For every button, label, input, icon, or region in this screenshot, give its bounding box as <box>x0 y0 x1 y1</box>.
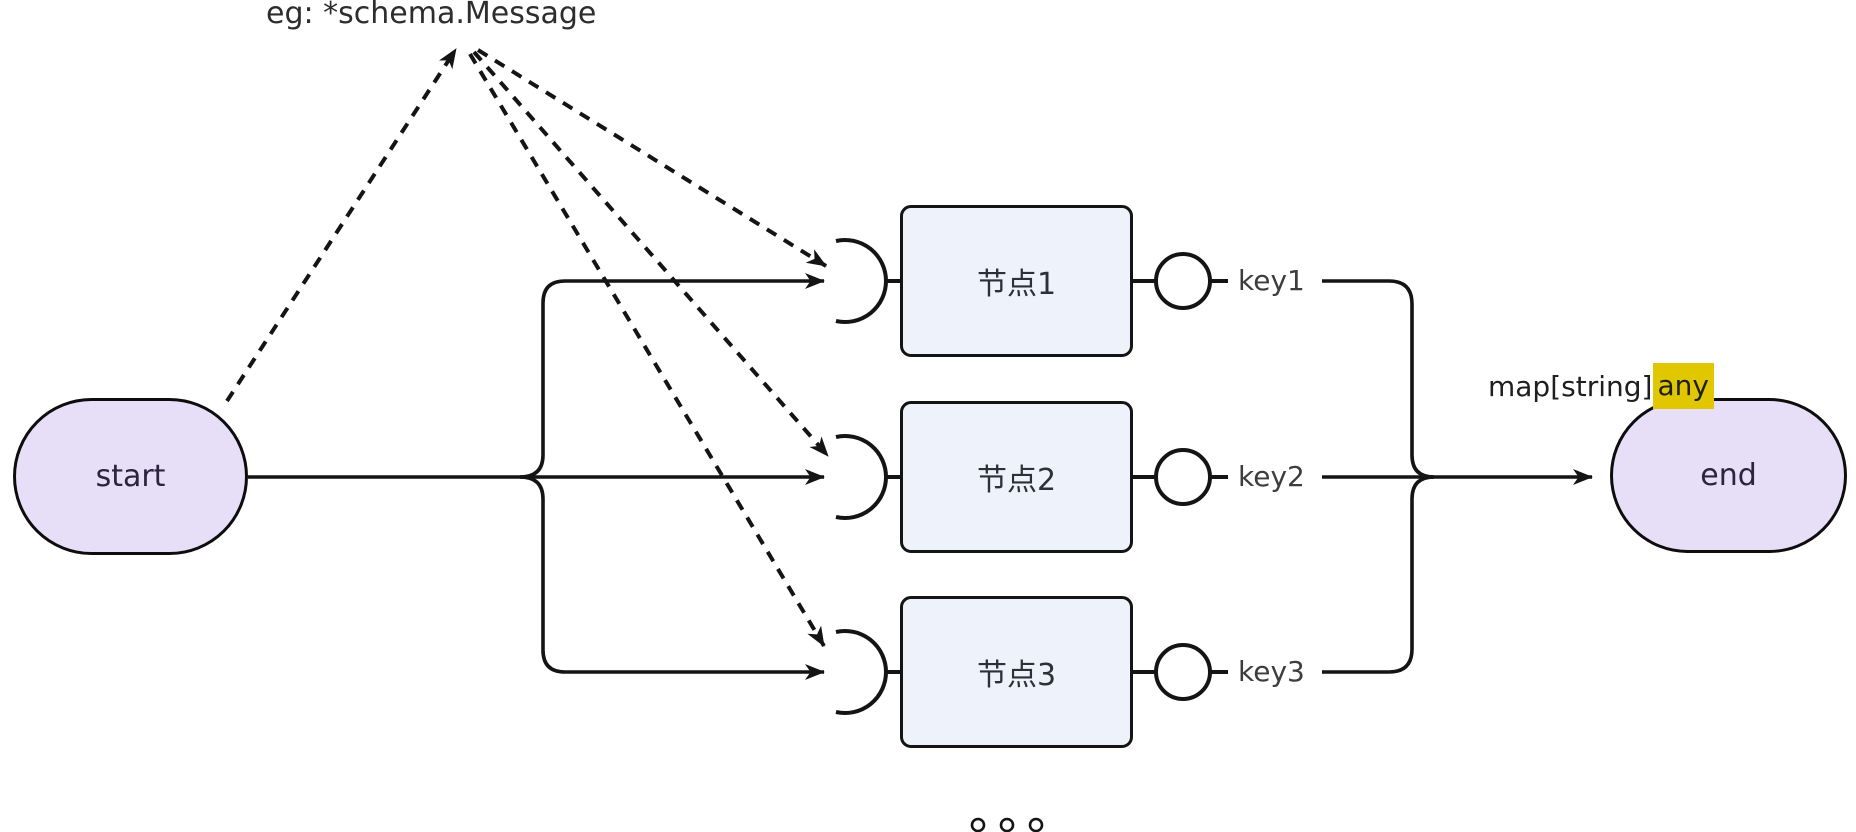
output-key1-label: key1 <box>1238 264 1305 297</box>
edge-key1-to-merge <box>1322 279 1435 479</box>
result-type-prefix: map[string] <box>1488 369 1653 403</box>
graph-node-1: 节点1 <box>900 205 1133 357</box>
more-nodes-ellipsis-icon <box>970 817 1044 832</box>
dashed-edge-annotation-to-node2-input <box>472 50 830 458</box>
graph-node-3-label: 节点3 <box>976 658 1057 693</box>
start-node: start <box>13 398 248 555</box>
node3-input-connector-icon <box>835 629 901 715</box>
node2-output-port-icon <box>1154 448 1212 506</box>
output-key3-label: key3 <box>1238 655 1305 688</box>
node3-output-port-icon <box>1154 643 1212 701</box>
node1-input-connector-icon <box>835 238 901 324</box>
node1-output-port-icon <box>1154 252 1212 310</box>
graph-node-2-label: 节点2 <box>976 463 1057 498</box>
node2-input-connector-icon <box>835 434 901 520</box>
edge-branch-to-node3 <box>519 475 825 680</box>
output-key2-label: key2 <box>1238 460 1305 493</box>
dashed-edge-start-to-annotation <box>225 47 458 403</box>
edge-branch-to-node1 <box>519 273 825 479</box>
end-node-label: end <box>1700 458 1757 493</box>
edge-key3-to-merge <box>1322 475 1435 674</box>
graph-node-2: 节点2 <box>900 401 1133 553</box>
dashed-edge-annotation-to-node3-input <box>468 52 826 648</box>
graph-node-3: 节点3 <box>900 596 1133 748</box>
end-node: end <box>1610 398 1847 553</box>
graph-node-1-label: 节点1 <box>976 267 1057 302</box>
annotation-label: eg: *schema.Message <box>266 0 597 31</box>
start-node-label: start <box>95 459 166 494</box>
result-type-label: map[string]any <box>1488 363 1714 409</box>
result-type-highlight: any <box>1653 363 1714 409</box>
dashed-edge-annotation-to-node1-input <box>476 48 828 268</box>
